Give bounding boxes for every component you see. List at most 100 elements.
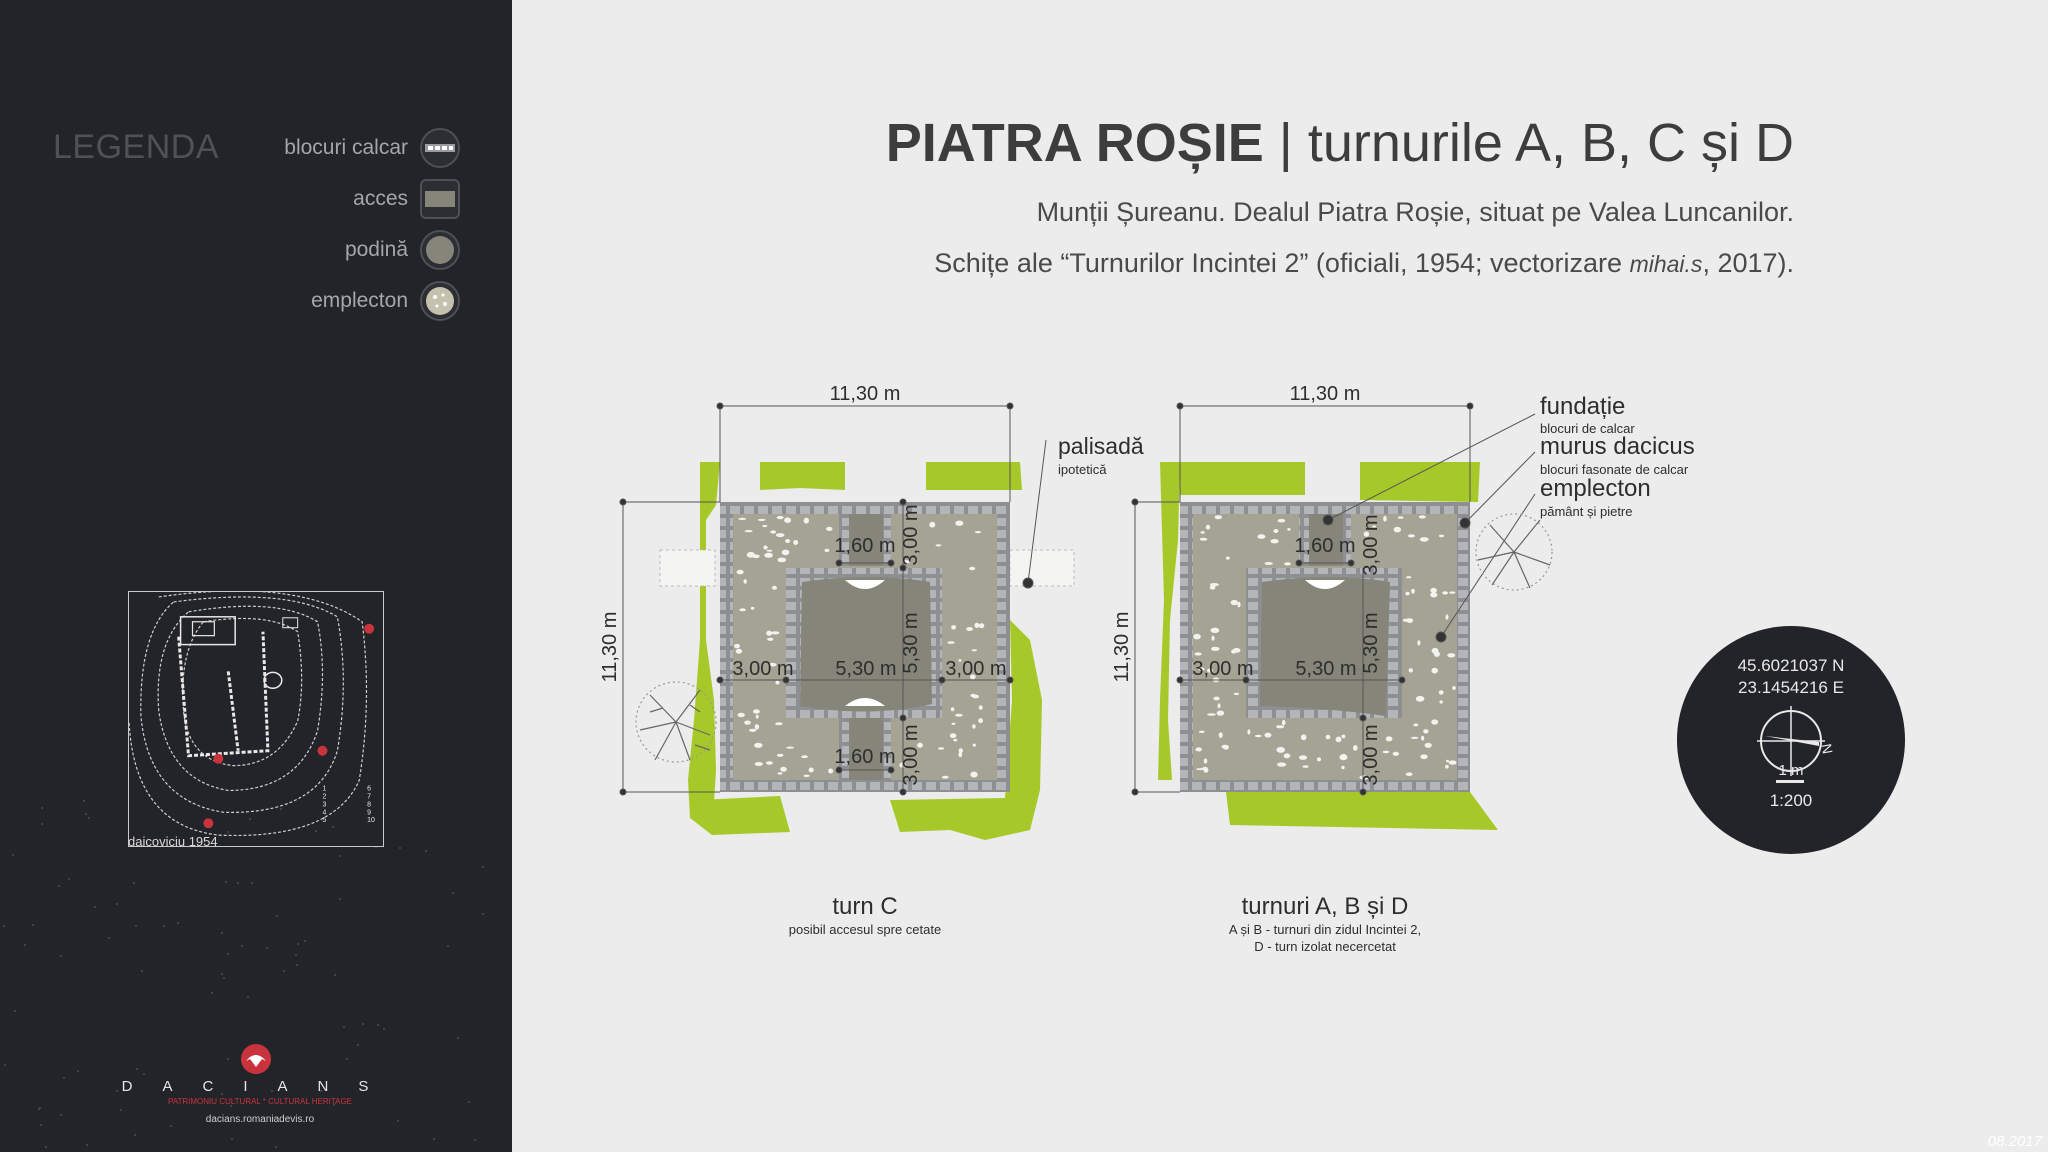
dim-wall-top: 3,00 m bbox=[1360, 514, 1382, 575]
star-dot bbox=[39, 1107, 41, 1109]
floor-gap bbox=[845, 580, 885, 589]
gravel-stone bbox=[1445, 764, 1449, 769]
gravel-stone bbox=[970, 771, 978, 778]
gravel-dots bbox=[734, 515, 985, 779]
coordinates-compass: 45.6021037 N 23.1454216 E N 1 m 1:200 bbox=[1677, 626, 1905, 854]
gravel-stone bbox=[953, 738, 958, 742]
gravel-stone bbox=[1209, 585, 1216, 590]
gravel-stone bbox=[1359, 775, 1369, 780]
floor-icon bbox=[420, 230, 460, 270]
gravel-stone bbox=[1210, 627, 1220, 633]
gravel-stone bbox=[1341, 765, 1345, 770]
star-dot bbox=[339, 898, 341, 900]
floor-gap bbox=[1305, 580, 1345, 589]
star-dot bbox=[223, 977, 225, 979]
gravel-stone bbox=[1413, 723, 1419, 727]
gravel-stone bbox=[1317, 757, 1321, 762]
star-dot bbox=[230, 1105, 232, 1107]
gravel-stone bbox=[1217, 703, 1221, 709]
star-dot bbox=[237, 882, 239, 884]
star-dot bbox=[227, 1058, 229, 1060]
legend-label: blocuri calcar bbox=[284, 136, 408, 159]
gravel-stone bbox=[777, 557, 787, 563]
gravel-stone bbox=[803, 774, 810, 777]
dim-corridor-top: 1,60 m bbox=[1294, 535, 1355, 557]
gravel-stone bbox=[744, 720, 751, 725]
gravel-stone bbox=[1410, 736, 1419, 740]
grass-patch bbox=[1226, 792, 1498, 830]
star-dot bbox=[468, 1101, 470, 1103]
chamber-floor bbox=[800, 577, 932, 712]
star-dot bbox=[225, 881, 227, 883]
dim-inner-width: 5,30 m bbox=[1295, 658, 1356, 680]
gravel-stone bbox=[1421, 735, 1425, 741]
north-arrow-icon: N bbox=[1757, 706, 1835, 776]
gravel-stone bbox=[1203, 758, 1208, 764]
gravel-stone bbox=[1406, 576, 1412, 579]
gravel-stone bbox=[958, 752, 963, 758]
star-dot bbox=[295, 954, 297, 956]
gravel-stone bbox=[766, 630, 773, 636]
tower-abd-caption-sub2: D - turn izolat necercetat bbox=[1254, 939, 1396, 954]
gravel-stone bbox=[1270, 539, 1279, 544]
legend-title: LEGENDA bbox=[53, 128, 219, 166]
star-dot bbox=[227, 953, 229, 955]
gravel-stone bbox=[1198, 730, 1205, 733]
gravel-stone bbox=[1397, 516, 1404, 519]
gravel-stone bbox=[969, 674, 976, 680]
gravel-stone bbox=[1382, 750, 1390, 754]
gravel-stone bbox=[746, 551, 756, 558]
longitude: 23.1454216 E bbox=[1738, 678, 1844, 697]
gravel-stone bbox=[949, 733, 957, 739]
subtitle-source: Schițe ale “Turnurilor Incintei 2” (ofic… bbox=[934, 248, 1794, 279]
grass-patch bbox=[1360, 462, 1480, 502]
gravel-stone bbox=[828, 768, 834, 774]
gravel-stone bbox=[801, 755, 808, 759]
gravel-stone bbox=[1423, 729, 1429, 734]
star-dot bbox=[397, 1120, 399, 1122]
gravel-stone bbox=[752, 709, 760, 714]
dim-wall-right: 3,00 m bbox=[945, 658, 1006, 680]
legend-item-floor: podină bbox=[345, 230, 460, 270]
gravel-stone bbox=[970, 693, 976, 698]
gravel-stone bbox=[1438, 534, 1445, 538]
gravel-stone bbox=[978, 705, 983, 710]
legend-item-access: acces bbox=[353, 179, 460, 219]
gravel-dots bbox=[1193, 515, 1457, 780]
scale-bar bbox=[1776, 780, 1804, 783]
grass-patch bbox=[1158, 462, 1180, 780]
svg-text:1: 1 bbox=[322, 785, 326, 792]
gravel-stone bbox=[958, 748, 963, 754]
gravel-stone bbox=[776, 515, 784, 520]
gravel-stone bbox=[1431, 719, 1439, 725]
gravel-stone bbox=[1405, 591, 1410, 596]
grass-patch bbox=[688, 462, 720, 835]
gravel-stone bbox=[781, 549, 790, 556]
grass-patch bbox=[700, 796, 790, 835]
dim-wall-bottom: 3,00 m bbox=[900, 724, 922, 785]
star-dot bbox=[88, 817, 90, 819]
gravel-stone bbox=[1419, 537, 1429, 542]
gravel-stone bbox=[749, 728, 757, 732]
star-dot bbox=[362, 1023, 364, 1025]
gravel-stone bbox=[1302, 765, 1309, 768]
gravel-stone bbox=[1446, 759, 1449, 763]
star-dot bbox=[247, 996, 249, 998]
star-dot bbox=[85, 813, 87, 815]
gravel-stone bbox=[941, 775, 949, 779]
gravel-stone bbox=[947, 641, 955, 644]
star-dot bbox=[221, 1093, 223, 1095]
gravel-stone bbox=[755, 714, 759, 719]
gravel-stone bbox=[780, 766, 787, 772]
gravel-stone bbox=[1199, 537, 1208, 541]
gravel-stone bbox=[771, 631, 780, 635]
gravel-stone bbox=[955, 520, 964, 526]
star-dot bbox=[116, 1090, 118, 1092]
svg-text:7: 7 bbox=[367, 793, 371, 800]
floor-gap bbox=[845, 698, 885, 706]
star-dot bbox=[143, 1073, 145, 1075]
palisade-strip bbox=[659, 549, 716, 587]
gravel-stone bbox=[1284, 562, 1291, 566]
star-dot bbox=[346, 1058, 348, 1060]
limestone-blocks-icon bbox=[420, 128, 460, 168]
